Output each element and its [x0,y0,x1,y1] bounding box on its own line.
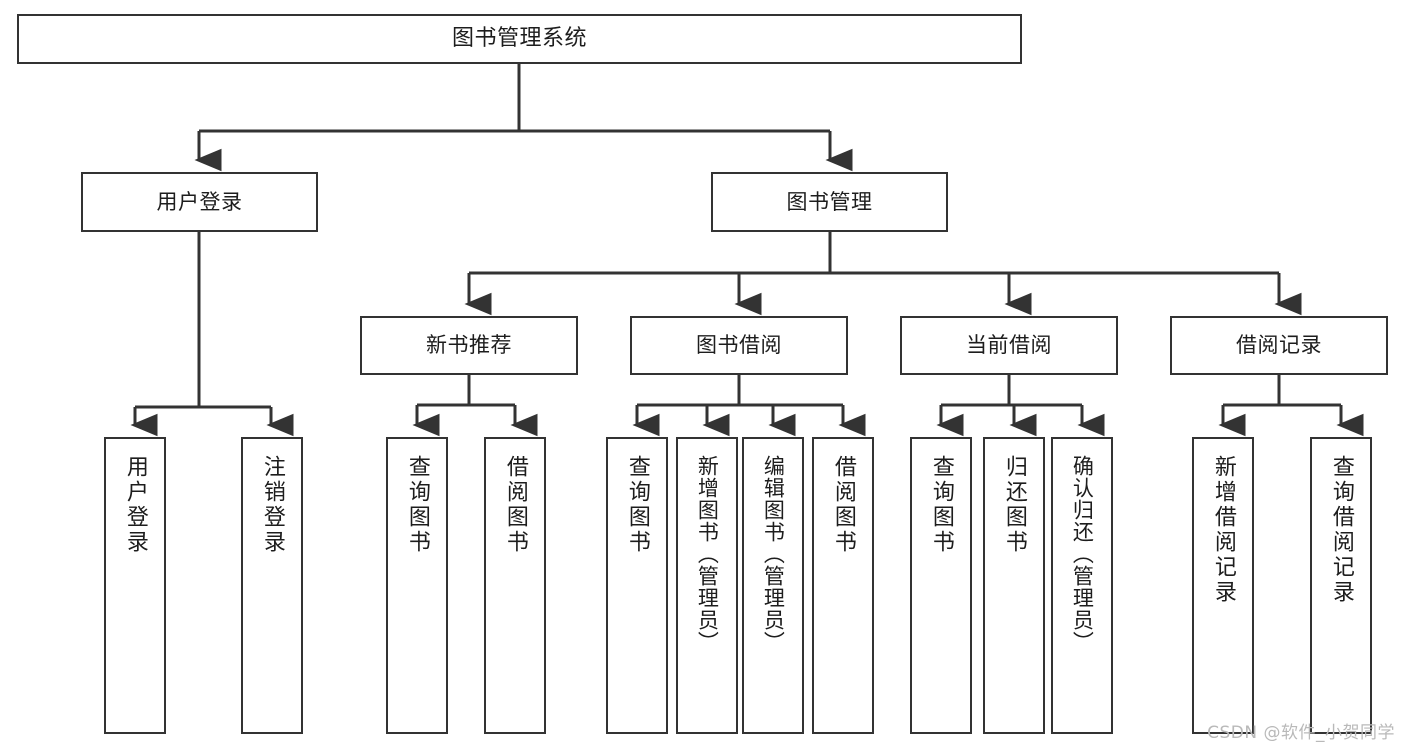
node-user-login-label: 用户登录 [156,189,243,214]
node-leaf-add-book-label: 新增图书（管理员） [695,455,720,653]
node-leaf-return-book[interactable]: 归还图书 [983,437,1045,734]
node-new-book-rec[interactable]: 新书推荐 [360,316,578,375]
node-leaf-query-record-label: 查询借阅记录 [1328,455,1354,605]
node-root-label: 图书管理系统 [451,26,587,52]
node-current-borrow[interactable]: 当前借阅 [900,316,1118,375]
node-user-login[interactable]: 用户登录 [81,172,318,232]
node-leaf-add-record-label: 新增借阅记录 [1210,455,1236,605]
node-leaf-query-book-2-label: 查询图书 [624,455,650,555]
node-leaf-query-book-1-label: 查询图书 [404,455,430,555]
node-leaf-query-book-2[interactable]: 查询图书 [606,437,668,734]
node-book-manage[interactable]: 图书管理 [711,172,948,232]
node-leaf-edit-book-label: 编辑图书（管理员） [761,455,786,653]
node-leaf-user-login-label: 用户登录 [122,455,148,555]
node-leaf-add-book[interactable]: 新增图书（管理员） [676,437,738,734]
node-leaf-query-record[interactable]: 查询借阅记录 [1310,437,1372,734]
node-leaf-query-book-3-label: 查询图书 [928,455,954,555]
node-leaf-user-login[interactable]: 用户登录 [104,437,166,734]
node-book-manage-label: 图书管理 [786,189,873,214]
node-book-borrow[interactable]: 图书借阅 [630,316,848,375]
node-new-book-rec-label: 新书推荐 [426,333,512,358]
node-book-borrow-label: 图书借阅 [696,333,782,358]
node-leaf-return-book-label: 归还图书 [1001,455,1027,555]
node-leaf-confirm-return[interactable]: 确认归还（管理员） [1051,437,1113,734]
node-current-borrow-label: 当前借阅 [966,333,1052,358]
node-leaf-user-logout-label: 注销登录 [259,455,285,555]
node-leaf-borrow-book-1-label: 借阅图书 [502,455,528,555]
node-leaf-confirm-return-label: 确认归还（管理员） [1070,455,1095,653]
node-leaf-user-logout[interactable]: 注销登录 [241,437,303,734]
node-leaf-edit-book[interactable]: 编辑图书（管理员） [742,437,804,734]
node-leaf-query-book-1[interactable]: 查询图书 [386,437,448,734]
node-root[interactable]: 图书管理系统 [17,14,1022,64]
node-leaf-borrow-book-1[interactable]: 借阅图书 [484,437,546,734]
node-leaf-borrow-book-2[interactable]: 借阅图书 [812,437,874,734]
csdn-watermark: CSDN @软件_小贺同学 [1207,723,1395,743]
node-borrow-record-label: 借阅记录 [1236,333,1322,358]
node-leaf-add-record[interactable]: 新增借阅记录 [1192,437,1254,734]
node-borrow-record[interactable]: 借阅记录 [1170,316,1388,375]
node-leaf-query-book-3[interactable]: 查询图书 [910,437,972,734]
node-leaf-borrow-book-2-label: 借阅图书 [830,455,856,555]
